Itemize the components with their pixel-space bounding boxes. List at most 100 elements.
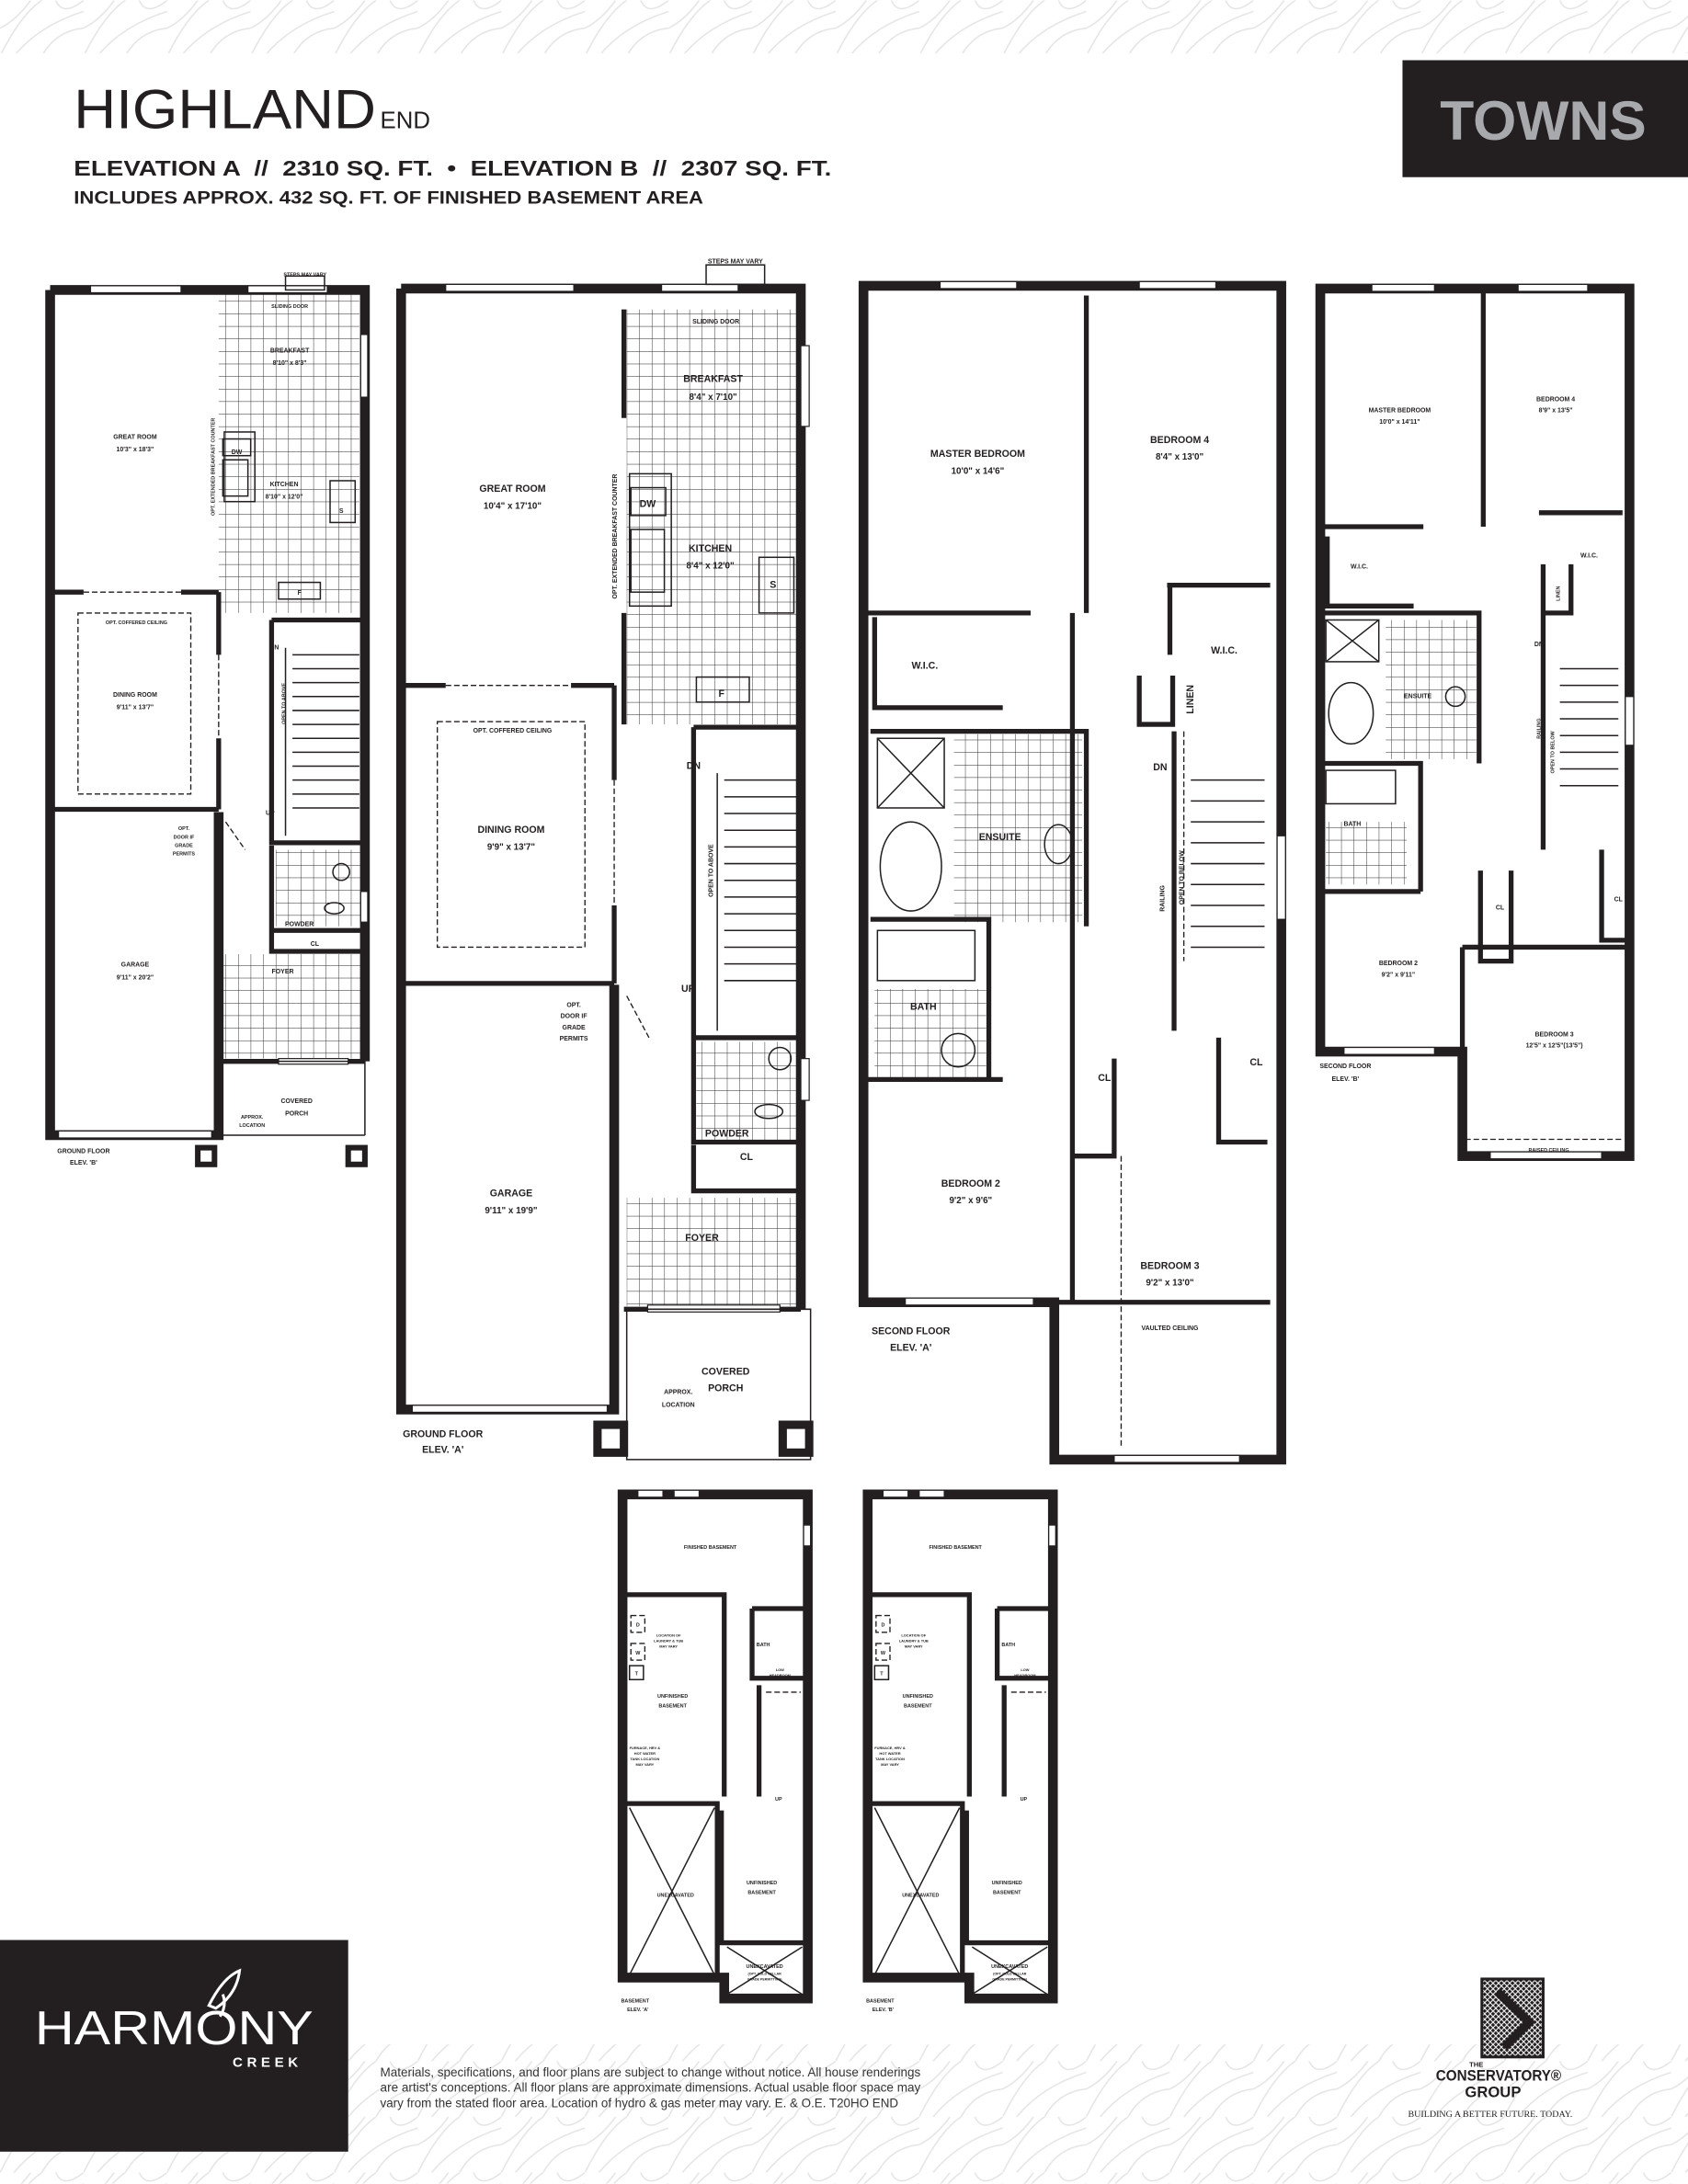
closet-label: CL bbox=[1614, 896, 1624, 903]
furnace-note-2: HOT WATER bbox=[634, 1751, 656, 1756]
finished-basement-label: FINISHED BASEMENT bbox=[929, 1545, 982, 1551]
stairs-down-label: DN bbox=[1534, 642, 1544, 648]
header: HIGHLAND END ELEVATION A // 2310 SQ. FT.… bbox=[74, 60, 1688, 209]
disclaimer-line: vary from the stated floor area. Locatio… bbox=[381, 2096, 899, 2110]
foyer-label: FOYER bbox=[685, 1233, 719, 1244]
master-bedroom-label: MASTER BEDROOM bbox=[1369, 408, 1431, 415]
ground-floor-elev-a-plan: STEPS MAY VARY SLIDING DOOR BREAKFAST 8'… bbox=[395, 259, 814, 1461]
elevation-caption: ELEV. 'B' bbox=[1331, 1076, 1359, 1083]
washer-label: W bbox=[881, 1651, 886, 1656]
unfinished-basement-label-1: UNFINISHED bbox=[747, 1881, 777, 1886]
cold-cellar-note-2: GRADE PERMITTING) bbox=[747, 1977, 782, 1981]
walk-in-closet-label: W.I.C. bbox=[1211, 645, 1237, 656]
railing-label: RAILING bbox=[1159, 885, 1166, 912]
powder-label: POWDER bbox=[285, 922, 314, 928]
bedroom-4-dims: 8'4" x 13'0" bbox=[1156, 452, 1204, 462]
unfinished-basement-label-2: BASEMENT bbox=[747, 1891, 776, 1896]
bedroom-2-label: BEDROOM 2 bbox=[941, 1178, 1000, 1189]
unfinished-basement-label-2: BASEMENT bbox=[658, 1704, 687, 1710]
bedroom-2-dims: 9'2" x 9'11" bbox=[1382, 972, 1416, 978]
low-headroom-1: LOW bbox=[1021, 1667, 1029, 1672]
unfinished-basement-label-1: UNFINISHED bbox=[992, 1881, 1022, 1886]
meter-note-2: LOCATION bbox=[662, 1402, 695, 1408]
furnace-note-3: TANK LOCATION bbox=[875, 1757, 905, 1761]
bath-label: BATH bbox=[757, 1643, 770, 1648]
stairs-up-label: UP bbox=[681, 984, 695, 995]
elevation-caption: ELEV. 'A' bbox=[627, 2008, 649, 2013]
closet-label: CL bbox=[1496, 905, 1505, 912]
laundry-note-3: MAY VARY bbox=[905, 1644, 923, 1648]
garage-label: GARAGE bbox=[121, 962, 150, 969]
opt-door-note-3: GRADE bbox=[563, 1025, 586, 1031]
disclaimer: Materials, specifications, and floor pla… bbox=[381, 2065, 921, 2110]
washer-label: W bbox=[635, 1651, 641, 1656]
dryer-label: D bbox=[636, 1623, 640, 1629]
low-headroom-2: HEADROOM bbox=[1014, 1673, 1035, 1678]
opt-door-note-4: PERMITS bbox=[173, 851, 196, 857]
plan-title-suffix: END bbox=[381, 108, 430, 134]
second-floor-elev-b-plan: MASTER BEDROOM 10'0" x 14'11" BEDROOM 4 … bbox=[1315, 283, 1635, 1161]
master-bedroom-dims: 10'0" x 14'6" bbox=[952, 466, 1005, 476]
stairs-up-label: UP bbox=[775, 1797, 782, 1803]
stairs-down-label: DN bbox=[1153, 762, 1167, 773]
kitchen-dims: 8'4" x 12'0" bbox=[686, 561, 735, 571]
dishwasher-label: DW bbox=[232, 449, 243, 456]
finished-basement-label: FINISHED BASEMENT bbox=[684, 1545, 737, 1551]
steps-note: STEPS MAY VARY bbox=[708, 259, 763, 266]
leaf-pattern-bottom bbox=[348, 2044, 1688, 2184]
open-to-above-note: OPEN TO ABOVE bbox=[709, 844, 715, 897]
opt-door-note-2: DOOR IF bbox=[174, 835, 195, 840]
meter-note-1: APPROX. bbox=[241, 1115, 264, 1120]
breakfast-label: BREAKFAST bbox=[683, 373, 743, 384]
ground-floor-elev-b-plan: STEPS MAY VARY SLIDING DOOR BREAKFAST 8'… bbox=[45, 272, 371, 1167]
disclaimer-line: Materials, specifications, and floor pla… bbox=[381, 2065, 921, 2079]
kitchen-label: KITCHEN bbox=[270, 482, 299, 488]
garage-label: GARAGE bbox=[490, 1189, 533, 1200]
stairs-down-label: DN bbox=[687, 761, 701, 772]
sliding-door-label: SLIDING DOOR bbox=[271, 304, 308, 310]
open-to-below-note: OPEN TO BELOW bbox=[1180, 850, 1186, 904]
closet-label: CL bbox=[311, 941, 320, 948]
furnace-note-3: TANK LOCATION bbox=[630, 1757, 659, 1761]
opt-door-note-1: OPT. bbox=[178, 826, 190, 832]
bath-label: BATH bbox=[1344, 822, 1362, 828]
conservatory-group-logo: THE CONSERVATORY® GROUP BUILDING A BETTE… bbox=[1409, 1977, 1572, 2119]
great-room-dims: 10'4" x 17'10" bbox=[484, 501, 542, 511]
walk-in-closet-label: W.I.C. bbox=[911, 660, 938, 671]
bedroom-4-dims: 8'9" x 13'5" bbox=[1539, 408, 1573, 415]
furnace-note-4: MAY VARY bbox=[881, 1762, 899, 1767]
cold-cellar-note-1: (OPT. COLD CELLAR bbox=[993, 1972, 1027, 1975]
unexcavated-label: UNEXCAVATED bbox=[747, 1964, 783, 1970]
brand-sub: CREEK bbox=[233, 2054, 302, 2070]
breakfast-dims: 8'10" x 8'3" bbox=[273, 360, 307, 367]
kitchen-label: KITCHEN bbox=[689, 543, 732, 554]
tub-label: T bbox=[635, 1672, 639, 1678]
dining-room-label: DINING ROOM bbox=[113, 692, 157, 699]
fridge-label: F bbox=[298, 590, 302, 597]
leaf-pattern-bottom-left bbox=[0, 2151, 348, 2184]
elevation-caption: ELEV. 'B' bbox=[70, 1160, 97, 1166]
bedroom-3-label: BEDROOM 3 bbox=[1535, 1031, 1574, 1038]
ensuite-label: ENSUITE bbox=[979, 832, 1021, 843]
cold-cellar-note-2: GRADE PERMITTING) bbox=[992, 1977, 1027, 1981]
bath-label: BATH bbox=[910, 1002, 937, 1013]
sink-label: S bbox=[339, 508, 344, 515]
fridge-label: F bbox=[718, 688, 724, 700]
vaulted-ceiling-note: VAULTED CEILING bbox=[1142, 1325, 1199, 1332]
opt-door-note-1: OPT. bbox=[566, 1003, 581, 1009]
powder-label: POWDER bbox=[705, 1128, 749, 1139]
dining-room-dims: 9'11" x 13'7" bbox=[117, 704, 154, 711]
laundry-note-2: LAUNDRY & TUB bbox=[654, 1638, 683, 1643]
furnace-note-2: HOT WATER bbox=[879, 1751, 900, 1756]
unexcavated-label: UNEXCAVATED bbox=[657, 1894, 694, 1899]
bedroom-3-dims: 12'5" x 12'5"(13'5") bbox=[1526, 1043, 1583, 1050]
elevation-caption: ELEV. 'A' bbox=[890, 1343, 931, 1354]
railing-label: RAILING bbox=[1536, 718, 1542, 738]
furnace-note-4: MAY VARY bbox=[635, 1762, 654, 1767]
bath-label: BATH bbox=[1001, 1643, 1015, 1648]
unfinished-basement-label-2: BASEMENT bbox=[904, 1704, 932, 1710]
linen-label: LINEN bbox=[1557, 586, 1562, 600]
laundry-note-2: LAUNDRY & TUB bbox=[899, 1638, 929, 1643]
open-to-below-note: OPEN TO BELOW bbox=[1551, 730, 1557, 773]
breakfast-dims: 8'4" x 7'10" bbox=[689, 392, 737, 403]
